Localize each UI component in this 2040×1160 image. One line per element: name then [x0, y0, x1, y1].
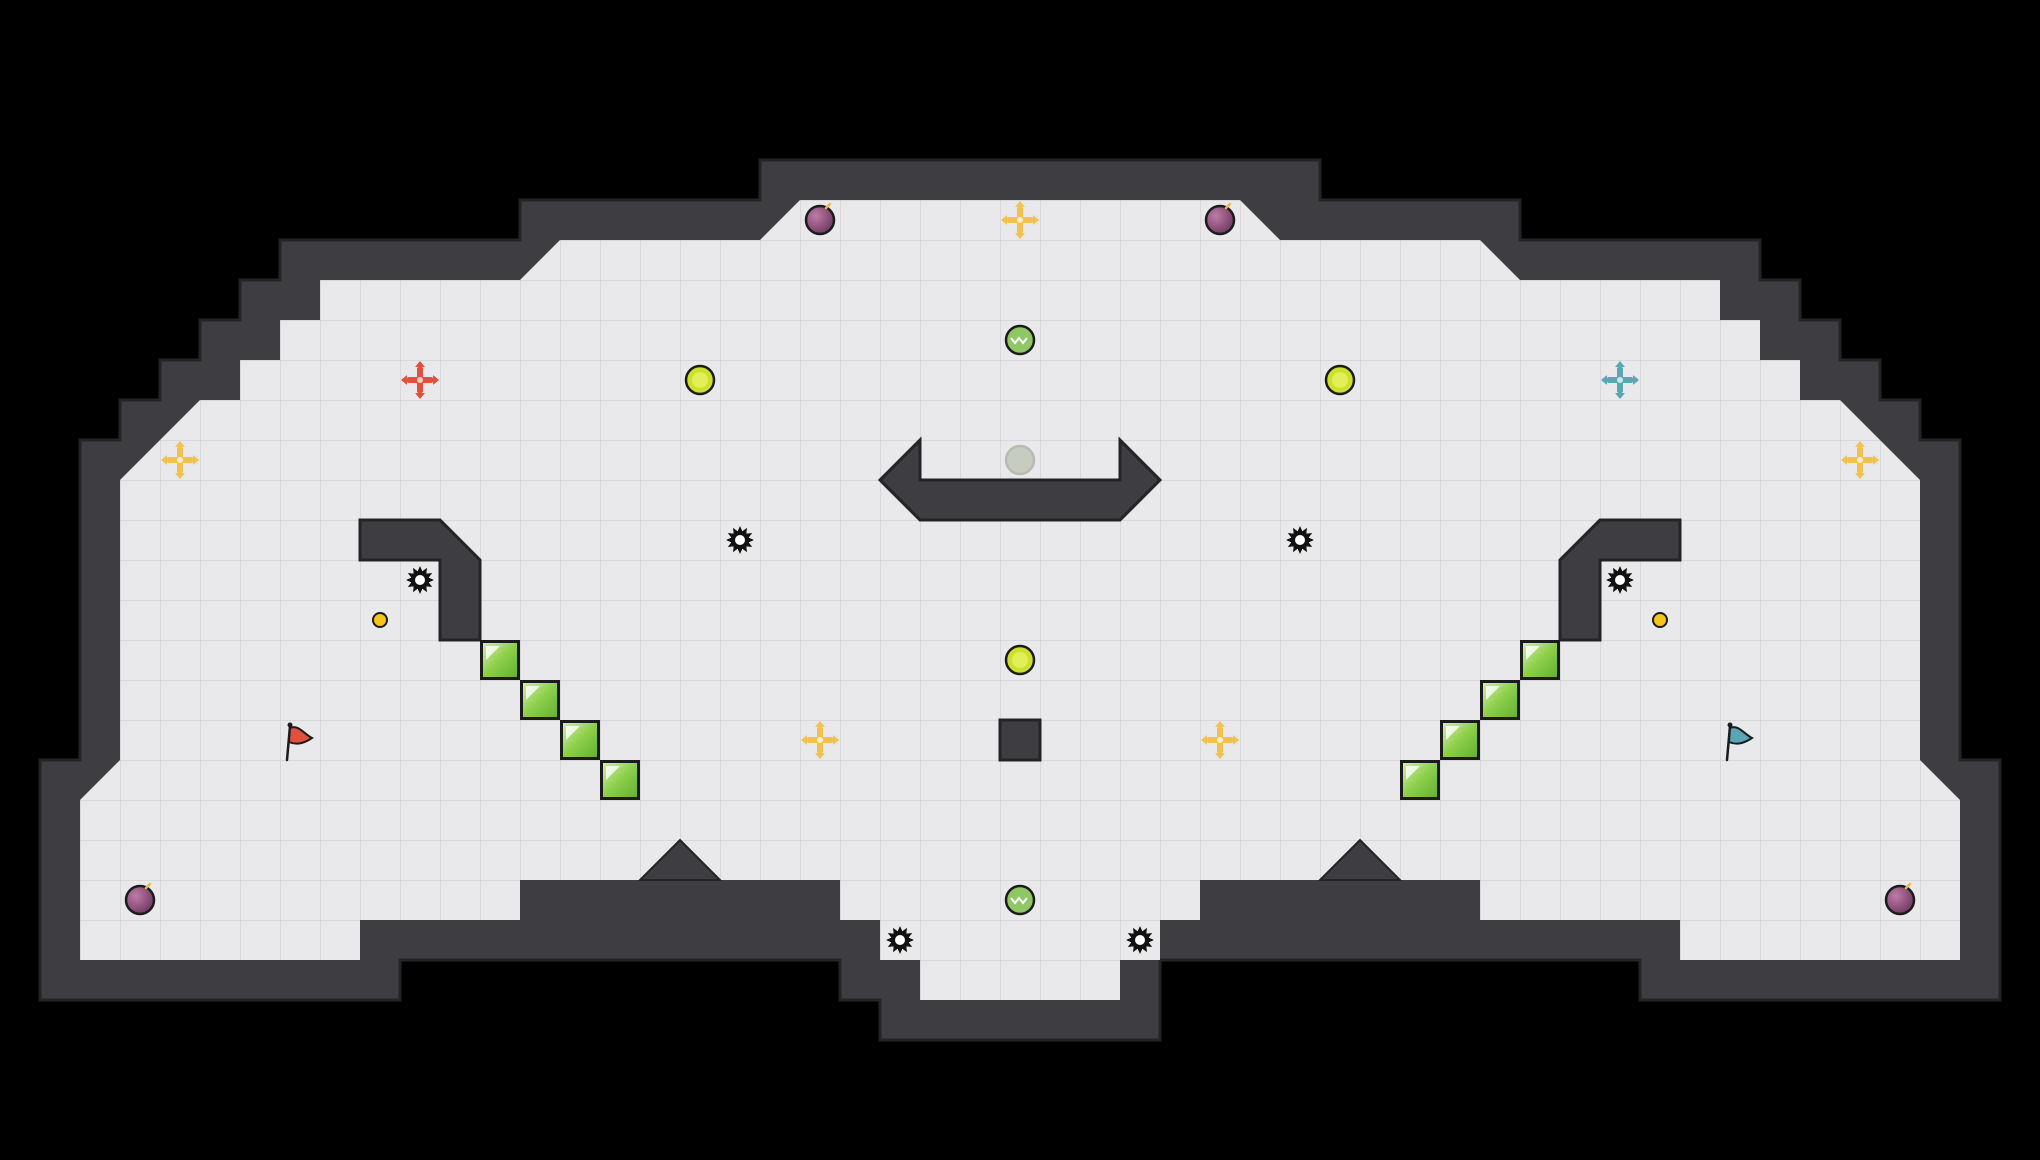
green-block-icon	[1400, 760, 1440, 800]
portal-icon	[1004, 324, 1036, 356]
neutral-boost-icon	[1841, 441, 1879, 479]
green-block-icon	[1520, 640, 1560, 680]
bomb-icon	[804, 202, 836, 236]
red-boost-icon	[401, 361, 439, 399]
gate-button-icon	[1324, 364, 1356, 396]
spike-icon	[726, 526, 754, 554]
green-block-icon	[1440, 720, 1480, 760]
wall-spike-left	[637, 838, 723, 881]
green-block-icon	[1480, 680, 1520, 720]
neutral-boost-icon	[801, 721, 839, 759]
neutral-boost-icon	[1201, 721, 1239, 759]
wall-spike-right	[1317, 838, 1403, 881]
neutral-boost-icon	[161, 441, 199, 479]
green-block-icon	[480, 640, 520, 680]
gate-button-icon	[1004, 644, 1036, 676]
bomb-icon	[1204, 202, 1236, 236]
gate-inactive-icon	[1004, 444, 1036, 476]
green-block-icon	[560, 720, 600, 760]
blue-flag-icon	[1725, 722, 1754, 762]
spike-icon	[1126, 926, 1154, 954]
portal-icon	[1004, 884, 1036, 916]
spike-icon	[1606, 566, 1634, 594]
blue-boost-icon	[1601, 361, 1639, 399]
green-block-icon	[520, 680, 560, 720]
spike-icon	[886, 926, 914, 954]
wall-block-icon	[998, 718, 1042, 762]
spike-icon	[406, 566, 434, 594]
left-hook-wall	[358, 518, 482, 642]
right-hook-wall	[1558, 518, 1682, 642]
powerup-dot-icon	[372, 612, 388, 628]
neutral-boost-icon	[1001, 201, 1039, 239]
bomb-icon	[124, 882, 156, 916]
floor-area	[80, 200, 1960, 1000]
bomb-icon	[1884, 882, 1916, 916]
center-wall	[877, 436, 1163, 522]
green-block-icon	[600, 760, 640, 800]
spike-icon	[1286, 526, 1314, 554]
red-flag-icon	[285, 722, 314, 762]
powerup-dot-icon	[1652, 612, 1668, 628]
gate-button-icon	[684, 364, 716, 396]
